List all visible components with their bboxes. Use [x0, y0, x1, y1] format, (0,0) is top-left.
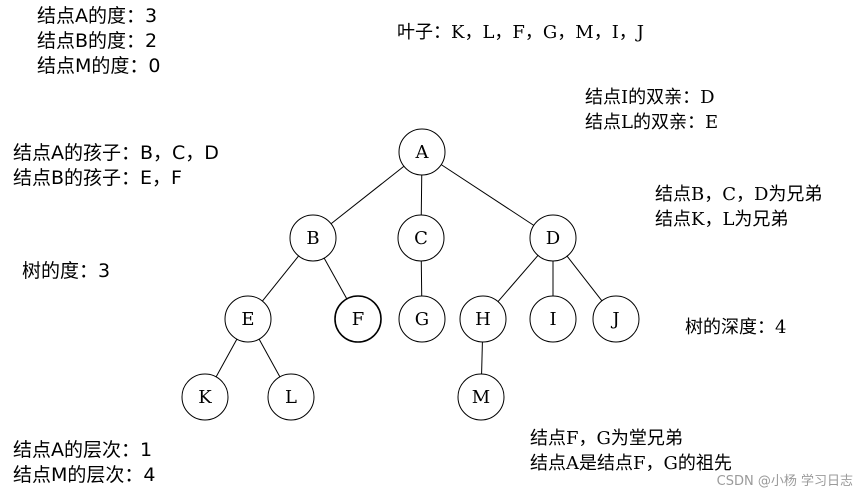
watermark: CSDN @小杨 学习日志	[716, 474, 853, 489]
degree-note: 结点A的度：3	[37, 5, 158, 27]
tree-node-A: A	[398, 128, 446, 176]
tree-node-M: M	[457, 373, 505, 421]
node-label: L	[285, 387, 297, 408]
edge-A-B	[330, 165, 405, 225]
level-note: 结点A的层次：1	[13, 439, 153, 461]
parent-note: 结点L的双亲：E	[585, 112, 719, 133]
node-circle	[334, 295, 382, 343]
node-circle	[397, 214, 445, 262]
edge-H-M	[481, 341, 483, 375]
tree-nodes: A B C D E F G H I J K L M	[181, 128, 640, 421]
edge-E-L	[258, 338, 281, 378]
node-label: I	[549, 309, 556, 330]
tree-edges	[215, 164, 603, 378]
edge-A-D	[440, 164, 535, 226]
node-label: F	[352, 309, 365, 330]
node-label: D	[546, 228, 560, 249]
cousin-note: 结点A是结点F，G的祖先	[530, 453, 732, 474]
node-circle	[457, 373, 505, 421]
parent-notes: 结点I的双亲：D 结点L的双亲：E	[585, 85, 718, 135]
node-label: J	[610, 309, 619, 330]
node-circle	[592, 295, 640, 343]
tree-node-G: G	[398, 295, 446, 343]
tree-node-H: H	[459, 295, 507, 343]
edge-B-E	[262, 255, 299, 302]
sibling-notes: 结点B，C，D为兄弟 结点K，L为兄弟	[655, 182, 822, 232]
tree-node-K: K	[181, 373, 229, 421]
degree-notes: 结点A的度：3 结点B的度：2 结点M的度：0	[37, 4, 160, 79]
node-circle	[459, 295, 507, 343]
edge-D-H	[497, 255, 539, 302]
node-label: A	[415, 142, 430, 163]
edge-D-J	[566, 255, 603, 302]
node-circle	[529, 295, 577, 343]
edge-B-F	[323, 257, 348, 300]
node-circle	[224, 295, 272, 343]
node-circle	[398, 295, 446, 343]
node-circle	[267, 373, 315, 421]
level-note: 结点M的层次：4	[13, 464, 156, 486]
node-label: H	[475, 309, 491, 330]
cousin-note: 结点F，G为堂兄弟	[530, 428, 683, 449]
node-label: C	[414, 228, 428, 249]
node-label: E	[241, 309, 254, 330]
node-label: M	[472, 387, 490, 408]
node-circle	[398, 128, 446, 176]
tree-node-J: J	[592, 295, 640, 343]
tree-node-E: E	[224, 295, 272, 343]
cousin-notes: 结点F，G为堂兄弟 结点A是结点F，G的祖先	[530, 426, 732, 476]
children-note: 结点B的孩子：E，F	[13, 167, 182, 189]
tree-node-I: I	[529, 295, 577, 343]
children-notes: 结点A的孩子：B，C，D 结点B的孩子：E，F	[13, 141, 219, 191]
tree-node-F: F	[334, 295, 382, 343]
level-notes: 结点A的层次：1 结点M的层次：4	[13, 438, 155, 488]
tree-node-C: C	[397, 214, 445, 262]
node-circle	[289, 214, 337, 262]
sibling-note: 结点B，C，D为兄弟	[655, 184, 823, 205]
children-note: 结点A的孩子：B，C，D	[13, 142, 219, 164]
leaves-note: 叶子：K，L，F，G，M，I，J	[397, 22, 645, 43]
node-circle	[181, 373, 229, 421]
tree-depth-note: 树的深度：4	[685, 317, 787, 338]
degree-note: 结点M的度：0	[37, 55, 161, 77]
node-label: K	[198, 387, 212, 408]
parent-note: 结点I的双亲：D	[585, 87, 715, 108]
tree-degree-note: 树的度：3	[22, 260, 111, 282]
node-label: B	[306, 228, 319, 249]
sibling-note: 结点K，L为兄弟	[655, 209, 789, 230]
tree-node-L: L	[267, 373, 315, 421]
node-circle	[529, 214, 577, 262]
tree-node-D: D	[529, 214, 577, 262]
degree-note: 结点B的度：2	[37, 30, 158, 52]
node-label: G	[415, 309, 429, 330]
edge-E-K	[215, 338, 238, 378]
tree-node-B: B	[289, 214, 337, 262]
